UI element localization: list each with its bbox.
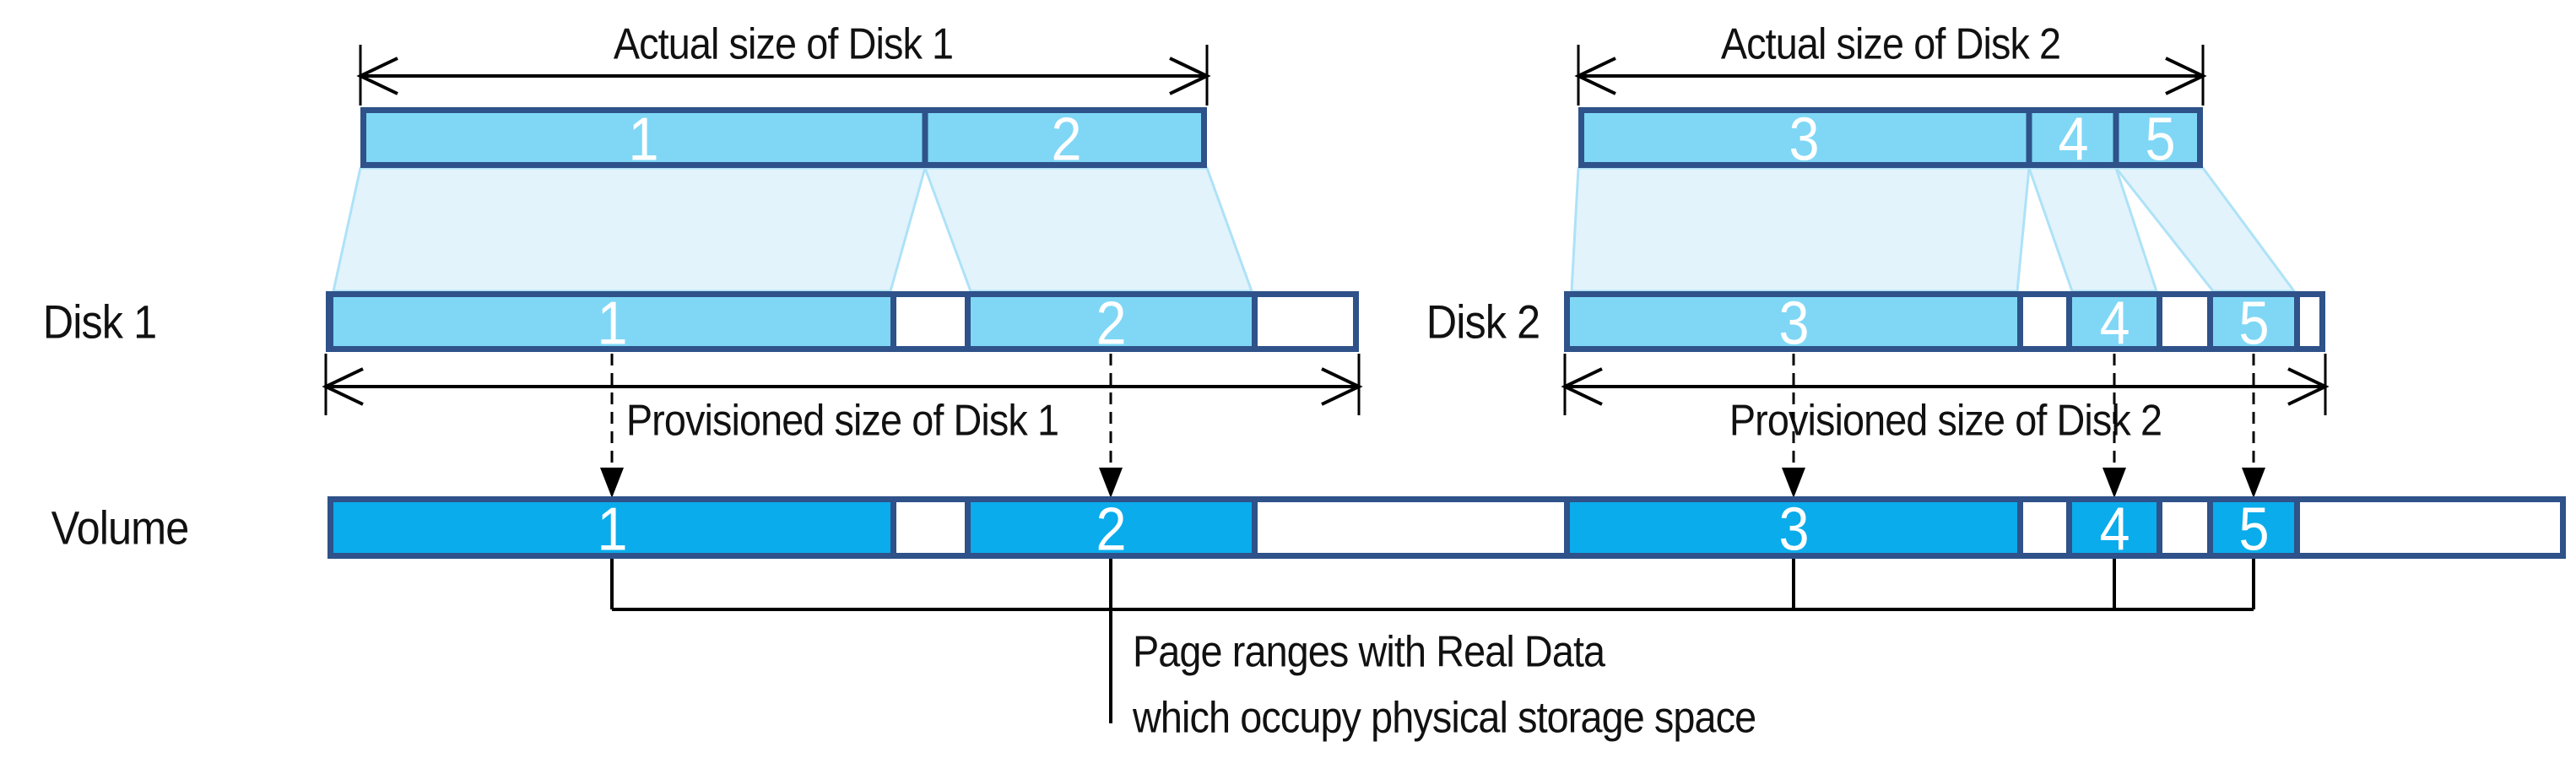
arrowhead-down-icon	[1782, 468, 1805, 498]
volume-segment-2: 2	[1096, 495, 1125, 564]
disk2-provisioned-segment-3: 3	[1778, 290, 1808, 358]
arrowhead-left-icon	[322, 367, 364, 406]
disk1-provisioned-size-dimension: Provisioned size of Disk 1	[322, 354, 1363, 445]
volume-segment-4-fill	[2066, 496, 2162, 559]
volume-segment-1: 1	[597, 495, 626, 564]
volume-segment-4: 4	[2099, 495, 2129, 564]
volume-row-label: Volume	[51, 502, 189, 555]
annotation-line-2: which occupy physical storage space	[1132, 693, 1756, 742]
page-mapping-arrows	[600, 354, 2265, 498]
disk2-row-label: Disk 2	[1426, 296, 1540, 349]
disk1-provisioned-segment-2-fill	[965, 291, 1258, 352]
arrowhead-down-icon	[1099, 468, 1123, 498]
disk2-provisioned-size-dimension: Provisioned size of Disk 2	[1561, 354, 2330, 445]
arrowhead-down-icon	[2102, 468, 2126, 498]
disk2-provisioned-segment-4-fill	[2066, 291, 2162, 352]
page-ranges-annotation: Page ranges with Real Data which occupy …	[1132, 627, 1756, 742]
disk1-actual-size-dimension: Actual size of Disk 1	[356, 19, 1211, 106]
disk2-actual-bar: 3 4 5	[1578, 106, 2203, 174]
disk1-actual-bar: 1 2	[360, 106, 1207, 174]
arrowhead-left-icon	[1574, 57, 1616, 95]
disk1-provisioned-segment-1: 1	[597, 290, 626, 358]
disk2-provisioned-segment-5-fill	[2207, 291, 2300, 352]
arrowhead-right-icon	[2287, 367, 2330, 406]
volume-segment-3: 3	[1778, 495, 1808, 564]
arrowhead-right-icon	[2165, 57, 2207, 95]
arrowhead-down-icon	[600, 468, 624, 498]
disk1-actual-segment-2: 2	[1051, 106, 1080, 174]
trapezoid-segment-1	[332, 166, 927, 293]
annotation-line-1: Page ranges with Real Data	[1133, 627, 1606, 676]
disk2-provisioned-size-label: Provisioned size of Disk 2	[1729, 396, 2162, 445]
trapezoid-segment-3	[1570, 166, 2031, 293]
arrowhead-left-icon	[356, 57, 398, 95]
disk2-provisioned-bar: 3 4 5	[1564, 290, 2325, 358]
disk1-provisioned-size-label: Provisioned size of Disk 1	[626, 396, 1058, 445]
disk1-mapping-trapezoids	[332, 166, 1254, 293]
disk1-provisioned-bar: 1 2	[326, 290, 1359, 358]
disk1-provisioned-segment-2: 2	[1096, 290, 1125, 358]
disk2-actual-segment-3: 3	[1789, 106, 1818, 174]
disk2-actual-size-label: Actual size of Disk 2	[1721, 19, 2060, 68]
disk2-provisioned-segment-3-fill	[1564, 291, 2023, 352]
arrowhead-down-icon	[2242, 468, 2265, 498]
disk1-actual-bar-body	[360, 107, 1207, 168]
disk2-provisioned-segment-4: 4	[2099, 290, 2129, 358]
disk2-actual-segment-4: 4	[2058, 106, 2087, 174]
arrowhead-left-icon	[1561, 367, 1603, 406]
trapezoid-segment-2	[923, 166, 1254, 293]
disk1-actual-segment-1: 1	[628, 106, 658, 174]
disk2-provisioned-segment-5: 5	[2238, 290, 2268, 358]
volume-segment-5: 5	[2238, 495, 2268, 564]
volume-bar: 1 2 3 4 5	[327, 495, 2566, 564]
disk1-provisioned-segment-1-fill	[327, 291, 896, 352]
volume-segment-3-fill	[1564, 496, 2023, 559]
arrowhead-right-icon	[1321, 367, 1363, 406]
volume-segment-2-fill	[965, 496, 1258, 559]
volume-segment-1-fill	[327, 496, 896, 559]
disk1-row-label: Disk 1	[43, 296, 157, 349]
disk1-actual-size-label: Actual size of Disk 1	[614, 19, 953, 68]
arrowhead-right-icon	[1169, 57, 1211, 95]
disk2-mapping-trapezoids	[1570, 166, 2297, 293]
disk2-actual-size-dimension: Actual size of Disk 2	[1574, 19, 2207, 106]
disk2-actual-segment-5: 5	[2145, 106, 2174, 174]
page-ranges-bracket	[610, 559, 2255, 723]
volume-segment-5-fill	[2207, 496, 2300, 559]
disk2-actual-bar-body	[1578, 107, 2203, 168]
